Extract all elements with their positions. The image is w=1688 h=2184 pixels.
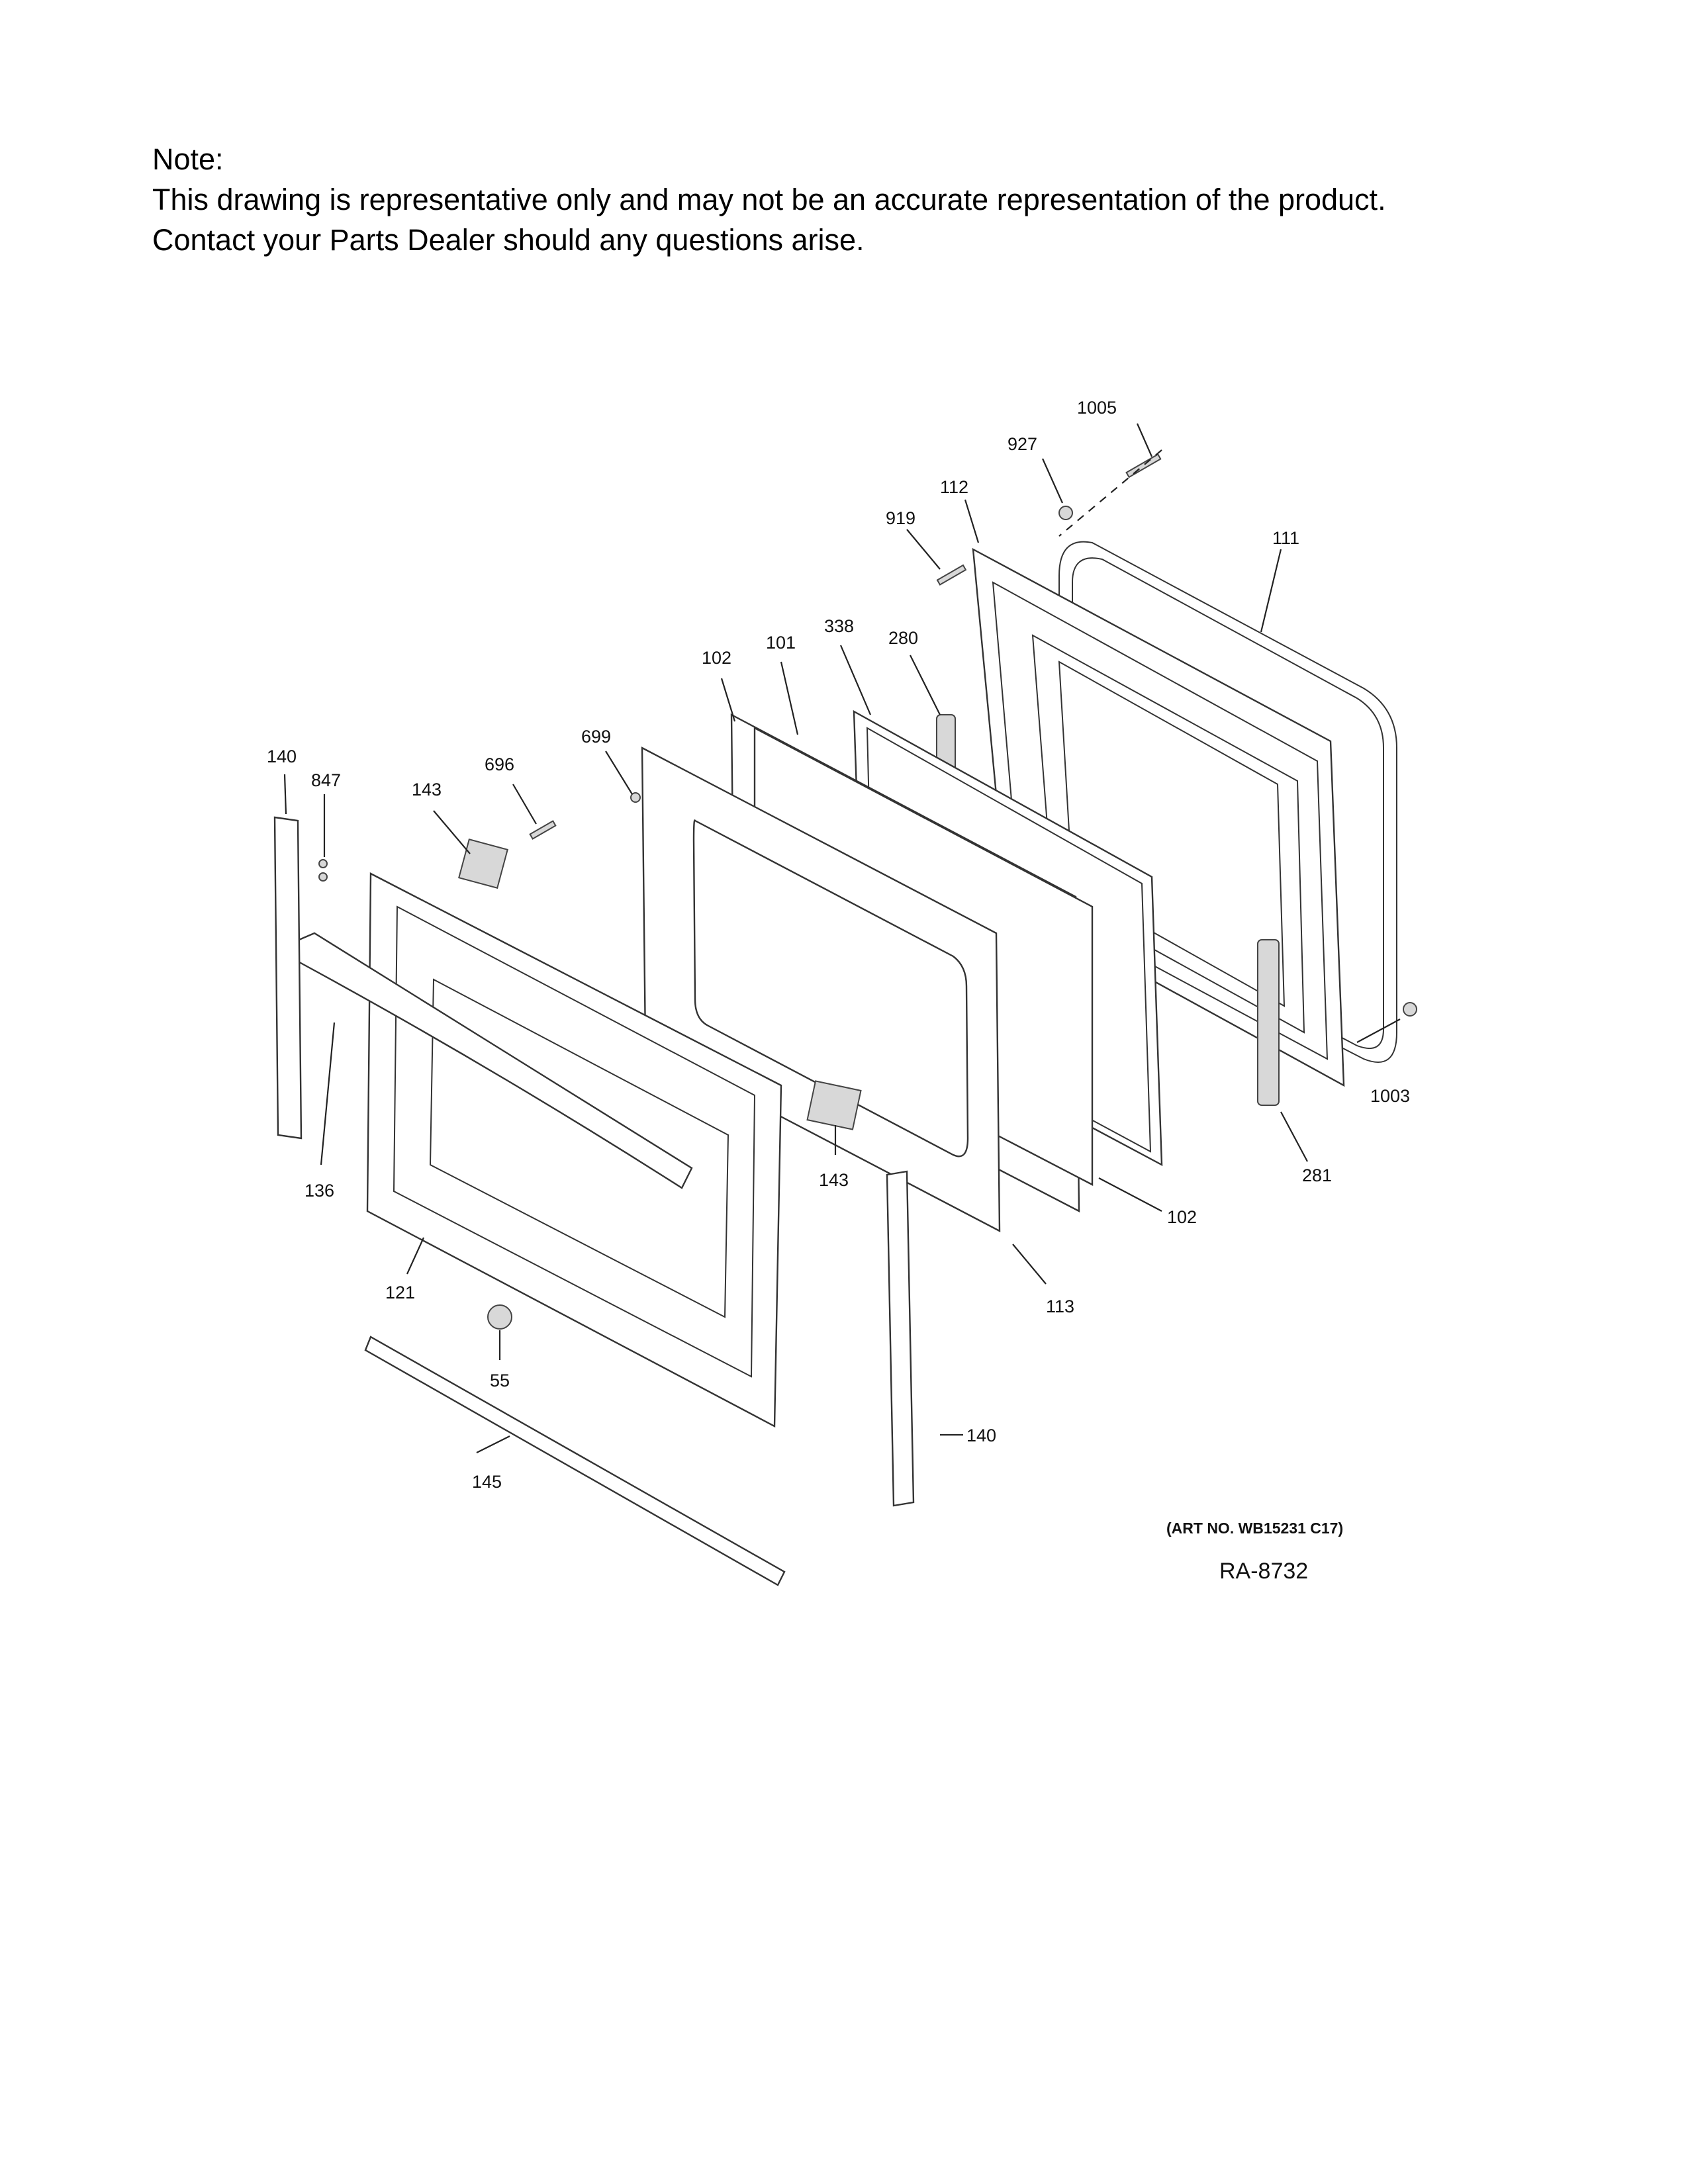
part-1003-screw bbox=[1403, 1002, 1417, 1017]
part-927-washer bbox=[1058, 506, 1073, 520]
part-140-side-trim-right bbox=[886, 1170, 915, 1507]
callout-55: 55 bbox=[490, 1371, 510, 1390]
part-111-gasket bbox=[1058, 541, 1397, 1063]
callout-145: 145 bbox=[472, 1472, 502, 1492]
part-919-screw bbox=[936, 564, 967, 586]
callout-112: 112 bbox=[940, 477, 968, 497]
part-699-clip bbox=[630, 792, 641, 803]
callout-1003: 1003 bbox=[1370, 1086, 1410, 1106]
callout-1005: 1005 bbox=[1077, 398, 1117, 418]
part-281-hinge bbox=[1257, 939, 1280, 1106]
callout-338: 338 bbox=[824, 616, 854, 636]
callout-102-right: 102 bbox=[1167, 1207, 1197, 1227]
callout-143-center: 143 bbox=[819, 1170, 849, 1190]
note-heading: Note: bbox=[152, 142, 224, 176]
part-143-bracket-center bbox=[806, 1080, 862, 1130]
reference-code: RA-8732 bbox=[1219, 1559, 1308, 1584]
part-121-door-window bbox=[429, 978, 729, 1318]
part-113-window-opening bbox=[692, 819, 969, 1158]
part-112-liner-window bbox=[1031, 634, 1305, 1034]
part-111-gasket-inner bbox=[1072, 557, 1384, 1049]
part-112-inner-liner bbox=[972, 547, 1345, 1087]
callout-927: 927 bbox=[1008, 434, 1037, 454]
callout-699: 699 bbox=[581, 727, 611, 747]
callout-847: 847 bbox=[311, 770, 341, 790]
note-line-1: This drawing is representative only and … bbox=[152, 183, 1386, 216]
part-696-screw bbox=[529, 820, 557, 840]
part-136-handle bbox=[290, 932, 693, 1189]
callout-281: 281 bbox=[1302, 1165, 1332, 1185]
part-145-bottom-trim bbox=[364, 1336, 786, 1586]
part-55-badge bbox=[487, 1304, 512, 1330]
part-112-liner-window-inner bbox=[1058, 660, 1286, 1007]
part-1005-screw bbox=[1125, 453, 1162, 478]
callout-143-left: 143 bbox=[412, 780, 442, 799]
callout-140-bottom: 140 bbox=[966, 1426, 996, 1445]
callout-696: 696 bbox=[485, 754, 514, 774]
art-number: (ART NO. WB15231 C17) bbox=[1166, 1520, 1343, 1537]
disclaimer-note: Note: This drawing is representative onl… bbox=[152, 139, 1386, 260]
callout-111: 111 bbox=[1272, 528, 1299, 548]
part-121-door-face bbox=[393, 905, 756, 1378]
leader-lines bbox=[283, 423, 1401, 1453]
part-847-screw-a bbox=[318, 859, 328, 868]
callout-113: 113 bbox=[1046, 1297, 1074, 1316]
callout-101: 101 bbox=[766, 633, 796, 653]
part-847-screw-b bbox=[318, 872, 328, 882]
callout-121: 121 bbox=[385, 1283, 415, 1302]
note-line-2: Contact your Parts Dealer should any que… bbox=[152, 223, 865, 257]
callout-136: 136 bbox=[305, 1181, 334, 1201]
callout-102-top: 102 bbox=[702, 648, 731, 668]
part-140-side-trim-left bbox=[273, 816, 303, 1140]
callout-140-left: 140 bbox=[267, 747, 297, 766]
part-121-vent-slots bbox=[370, 873, 782, 1086]
callout-280: 280 bbox=[888, 628, 918, 648]
part-143-bracket-left bbox=[458, 839, 508, 889]
part-112-liner-recess bbox=[992, 581, 1329, 1060]
callout-919: 919 bbox=[886, 508, 915, 528]
